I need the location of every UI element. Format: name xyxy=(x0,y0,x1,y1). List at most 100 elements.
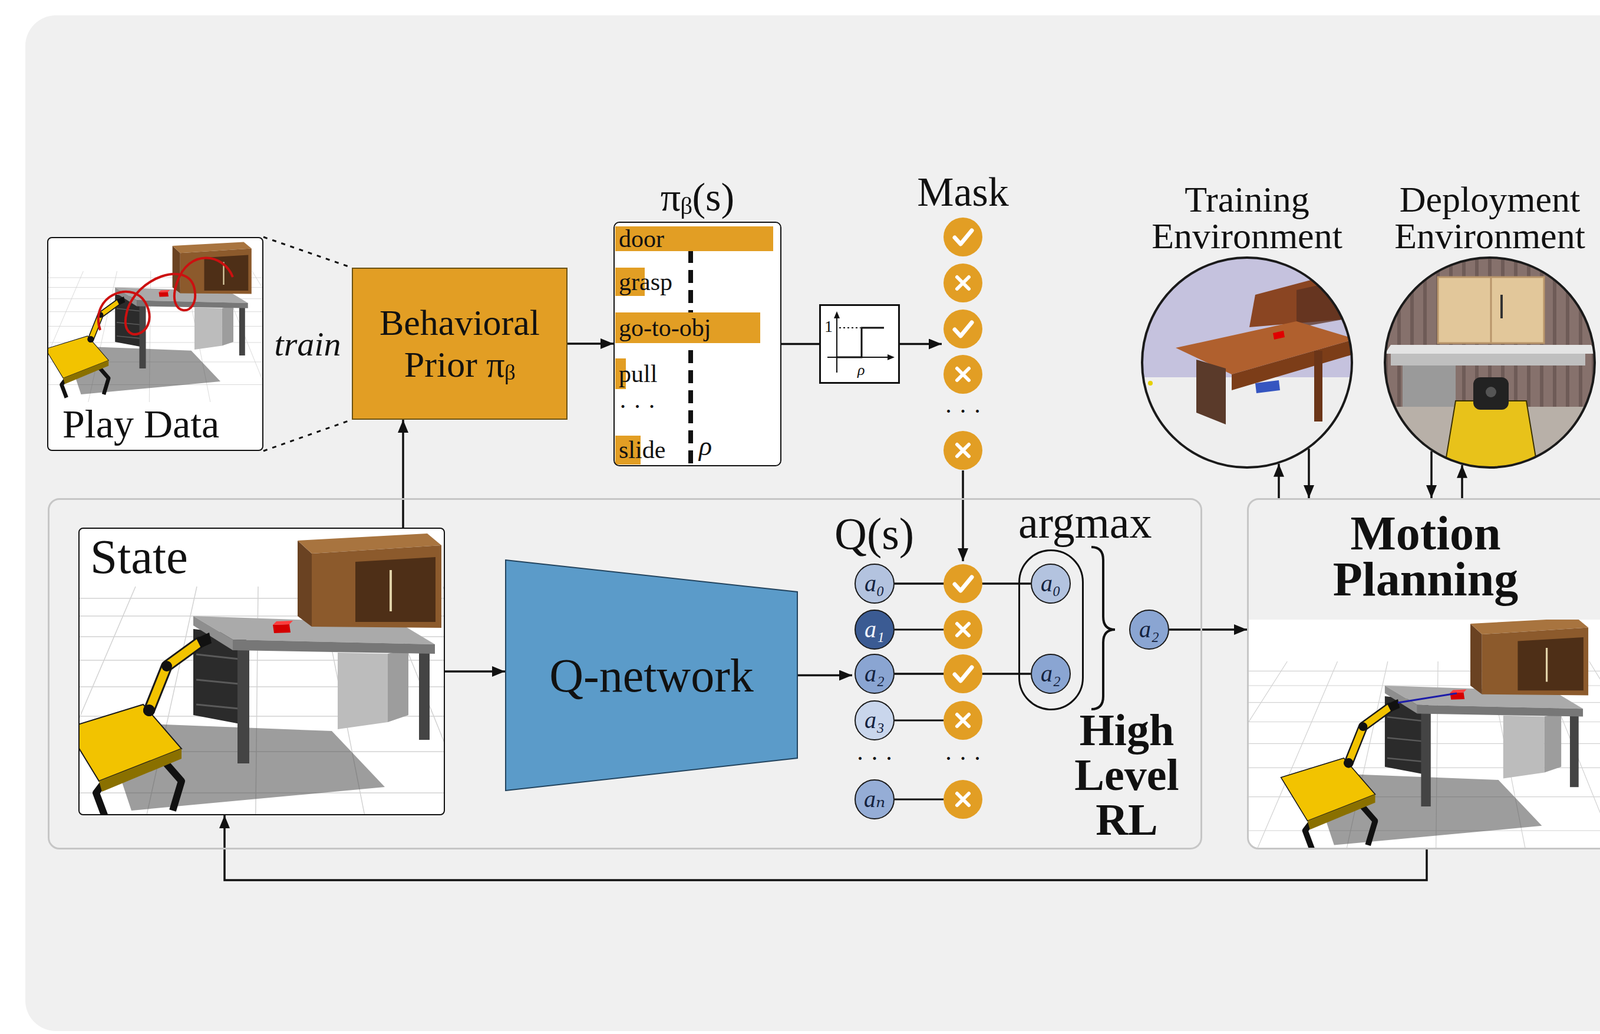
step-function-plot-part xyxy=(820,305,899,383)
step-function-box-text: 1 xyxy=(824,317,833,336)
bar-label: go-to-obj xyxy=(618,314,711,342)
connector xyxy=(1277,463,1280,498)
action-circle: aₙ xyxy=(854,779,895,820)
ellipsis: · · · xyxy=(856,744,894,773)
state-box-text: State xyxy=(86,530,192,583)
environment-circle-text: Training Environment xyxy=(1129,180,1365,254)
mask-symbols-part-part xyxy=(943,309,983,349)
play-data-box: Play Data xyxy=(47,236,264,451)
bar-label: pull xyxy=(618,360,658,388)
deployment-photo-part xyxy=(1473,377,1509,410)
connector xyxy=(961,470,965,562)
curly-brace xyxy=(1091,546,1115,709)
deployment-photo-part xyxy=(1443,400,1539,472)
planning-illustration-part xyxy=(1397,693,1457,703)
probability-bars-part xyxy=(613,221,782,467)
mask-symbols-part-part xyxy=(943,430,983,470)
mask-symbols-part-part xyxy=(957,623,969,636)
deployment-photo-part xyxy=(1384,344,1598,354)
step-function-plot xyxy=(820,305,899,383)
distribution-box: πᵦ(s) xyxy=(613,221,782,467)
deployment-photo-part xyxy=(1490,276,1493,343)
environment-circle: Deployment Environment xyxy=(1383,256,1596,469)
action-circle-text: a₂ xyxy=(1040,660,1061,687)
edge-label: train xyxy=(272,325,344,364)
action-circle: a₃ xyxy=(854,700,895,741)
connector xyxy=(1430,450,1433,498)
mask-symbols-part-part xyxy=(957,444,969,457)
q-value-column: Q(s)a₀a₁a₂a₃aₙ xyxy=(852,561,986,822)
mask-symbols-part-part xyxy=(954,230,972,244)
probability-bars-part-part xyxy=(615,312,761,343)
training-render xyxy=(1137,253,1362,478)
probability-bars-part xyxy=(688,249,694,466)
play-data-illustration-part xyxy=(98,258,233,335)
training-render-part xyxy=(1255,380,1280,394)
mask-symbols-part-part xyxy=(957,368,969,381)
mask-symbols-part-part xyxy=(954,322,972,336)
play-data-box-text: Play Data xyxy=(60,401,222,447)
prior-box-text: Behavioral Prior πᵦ xyxy=(358,301,561,387)
mask-symbols-part-part xyxy=(957,714,969,727)
planning-panel-text: Motion Planning xyxy=(1301,510,1550,603)
mask-symbols-part xyxy=(943,217,983,819)
rl-panel-text: High Level RL xyxy=(1059,707,1195,842)
training-render-part xyxy=(1137,253,1362,389)
mask-column: Mask xyxy=(941,215,985,471)
action-circle-text: a₂ xyxy=(1139,616,1160,643)
training-render-part xyxy=(1314,350,1323,422)
ellipsis: · · · xyxy=(944,397,982,425)
mask-symbols-part-part xyxy=(943,700,983,740)
planning-panel: Motion Planning xyxy=(1246,497,1600,850)
q-network-text: Q-network xyxy=(549,649,754,702)
argmax-group-text: argmax xyxy=(1018,497,1153,548)
connector xyxy=(1307,448,1311,498)
ellipsis: · · · xyxy=(944,744,982,773)
bar-label: slide xyxy=(618,436,666,464)
environment-circle: Training Environment xyxy=(1140,256,1354,469)
rl-panel: High Level RLStateQ-networkQ(s)a₀a₁a₂a₃a… xyxy=(47,497,1203,850)
action-circle: a₂ xyxy=(1129,609,1170,650)
play-data-illustration-part xyxy=(47,237,263,451)
argmax-group: argmaxa₀a₂ xyxy=(1018,549,1084,711)
prior-box: Behavioral Prior πᵦ xyxy=(351,267,568,420)
mask-symbols-part-part xyxy=(943,354,983,394)
connector xyxy=(224,815,1427,880)
mask-symbols-part-part xyxy=(943,654,983,694)
mask-symbols-part-part xyxy=(943,779,983,819)
connector xyxy=(401,419,405,528)
distribution-box-text: πᵦ(s) xyxy=(660,175,735,220)
step-function-box: 1ρ xyxy=(819,304,900,384)
mask-symbols-part xyxy=(954,230,972,681)
mask-column-text: Mask xyxy=(916,169,1009,215)
action-circle-text: a₀ xyxy=(1040,570,1061,597)
step-function-plot-part xyxy=(833,311,840,319)
deployment-photo-part xyxy=(1500,294,1503,319)
deployment-photo-part xyxy=(1485,386,1497,398)
action-circle-text: a₂ xyxy=(864,660,885,687)
connector xyxy=(263,236,352,451)
bar-label: door xyxy=(618,225,665,253)
connector xyxy=(899,342,942,346)
action-circle: a₀ xyxy=(854,563,895,604)
mask-symbols-part-part xyxy=(943,563,983,603)
bar-label: grasp xyxy=(618,268,673,296)
state-illustration xyxy=(78,528,445,815)
deployment-photo xyxy=(1379,253,1600,472)
deployment-photo-part xyxy=(1402,365,1456,407)
mask-symbols-part xyxy=(957,276,969,806)
q-network: Q-network xyxy=(505,559,798,791)
action-circle: a₂ xyxy=(854,653,895,694)
training-render-part xyxy=(1147,380,1153,386)
probability-bars xyxy=(613,221,782,467)
action-circle-text: aₙ xyxy=(863,786,886,813)
connector xyxy=(1169,628,1247,631)
connector xyxy=(797,674,853,677)
environment-circle-text: Deployment Environment xyxy=(1371,180,1600,254)
mask-symbols-part-part xyxy=(954,576,972,591)
action-circle-text: a₀ xyxy=(864,570,885,597)
step-function-box-text: ρ xyxy=(857,361,865,379)
mask-symbols-part-part xyxy=(943,263,983,303)
q-network-shape xyxy=(505,559,798,791)
training-render-part xyxy=(1196,359,1226,425)
